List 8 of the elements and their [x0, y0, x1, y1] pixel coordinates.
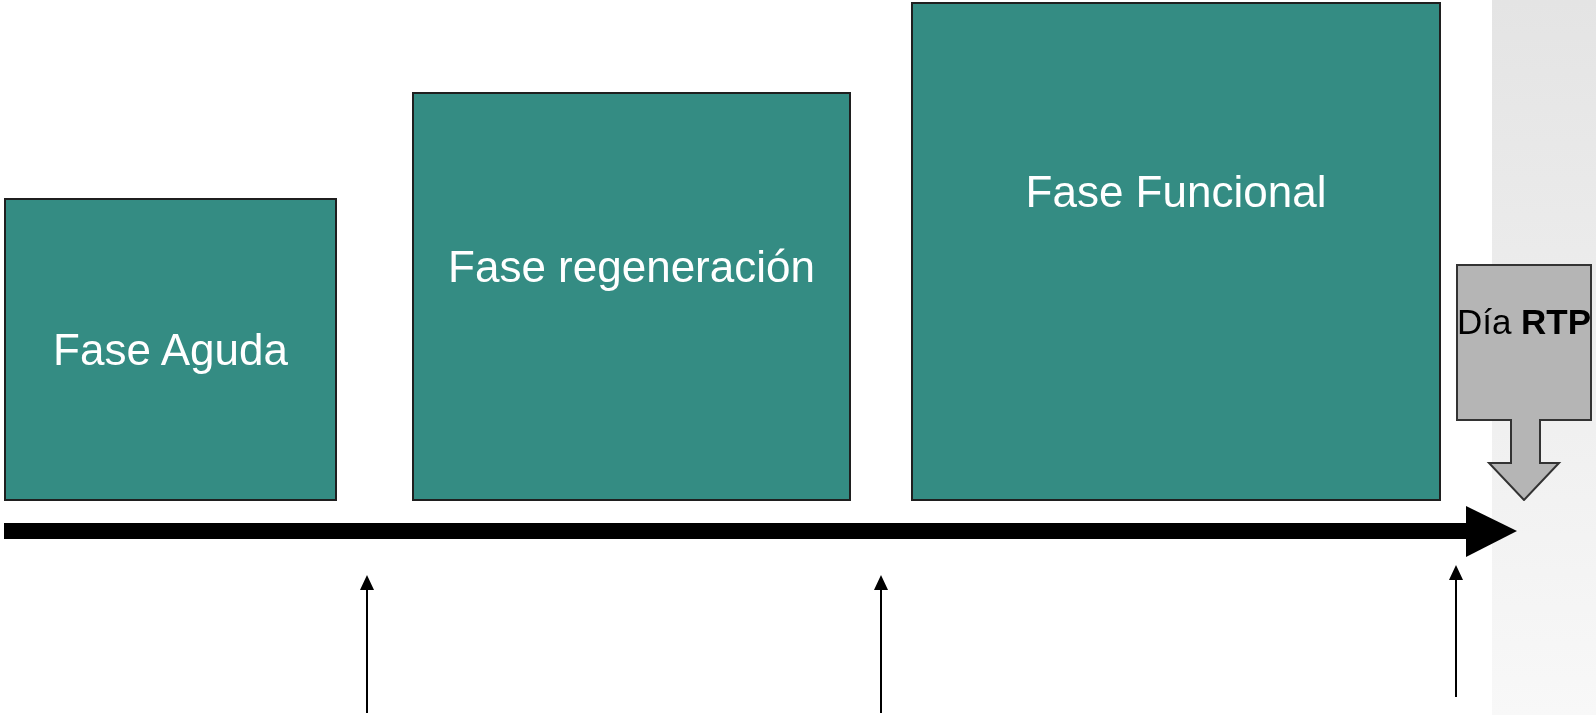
phase-label: Fase regeneración — [448, 240, 815, 293]
callout-label: Día RTP — [1456, 301, 1592, 343]
phase-box — [4, 198, 337, 501]
phase-box — [412, 92, 851, 501]
callout-arrow — [1456, 264, 1592, 501]
phase-box — [911, 2, 1441, 501]
phase-label: Fase Funcional — [1025, 165, 1327, 218]
phase-label: Fase Aguda — [53, 323, 288, 376]
